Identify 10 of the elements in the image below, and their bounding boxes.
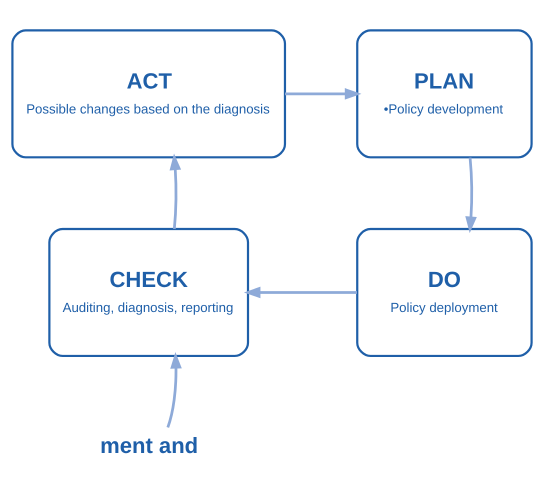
node-box: CHECK Auditing, diagnosis, reporting: [48, 228, 250, 358]
node-text: ment and: [100, 433, 198, 458]
node-box: ACT Possible changes based on the diagnosis: [11, 29, 286, 158]
arrow: [166, 352, 182, 428]
arrow: [244, 286, 357, 298]
arrow: [285, 88, 362, 100]
arrow: [170, 153, 182, 230]
arrow: [465, 158, 477, 234]
node-box: PLAN •Policy development: [356, 29, 533, 158]
node-box: DO Policy deployment: [356, 228, 533, 358]
